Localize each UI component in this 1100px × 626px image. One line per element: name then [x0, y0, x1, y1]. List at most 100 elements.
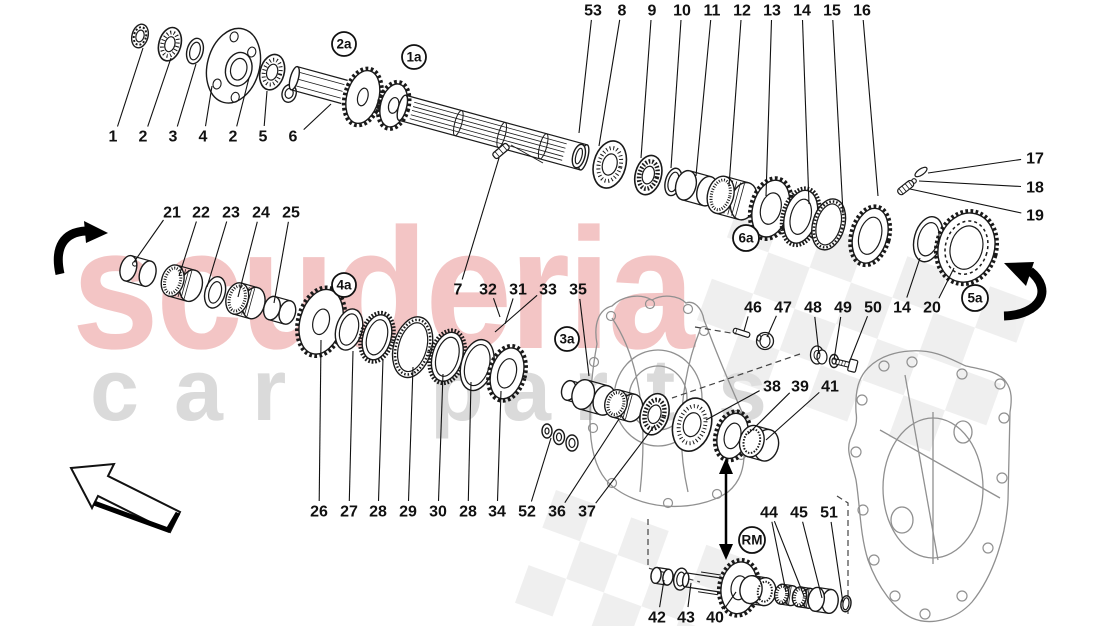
reverse-gear-double-arrow	[719, 458, 733, 560]
part-number-label: 22	[192, 205, 210, 222]
part-number-label: 2	[139, 129, 148, 146]
callout-RM: RM	[738, 526, 766, 554]
part-number-label: 27	[340, 504, 358, 521]
leader-line	[766, 315, 777, 338]
leader-line	[906, 257, 921, 298]
leader-line	[461, 157, 500, 280]
leader-line	[833, 316, 842, 361]
part-number-label: 21	[163, 205, 181, 222]
callout-3a: 3a	[554, 326, 580, 352]
leader-line	[705, 390, 760, 421]
watermark-checkered-flag	[514, 196, 1032, 626]
leader-line	[496, 390, 502, 502]
leader-line	[771, 521, 787, 593]
leader-line	[938, 267, 955, 299]
leader-line	[204, 85, 213, 127]
leader-line	[263, 90, 268, 127]
part-number-label: 50	[864, 300, 882, 317]
leader-line	[273, 221, 289, 304]
part-number-label: 45	[790, 505, 808, 522]
part-number-label: 25	[282, 205, 300, 222]
part-number-label: 46	[744, 300, 762, 317]
part-number-label: 20	[923, 300, 941, 317]
callout-4a: 4a	[331, 272, 357, 298]
part-number-label: 39	[791, 379, 809, 396]
part-number-label: 7	[454, 282, 463, 299]
leader-line	[814, 316, 820, 355]
leader-line	[598, 19, 621, 147]
part-number-label: 38	[763, 379, 781, 396]
part-number-label: 12	[733, 3, 751, 20]
part-number-label: 30	[429, 504, 447, 521]
leader-line	[147, 57, 172, 127]
leader-line	[530, 437, 552, 502]
leader-line	[862, 19, 879, 197]
part-number-label: 33	[539, 282, 557, 299]
part-number-label: 31	[509, 282, 527, 299]
part-number-label: 51	[820, 505, 838, 522]
part-number-label: 42	[648, 610, 666, 626]
part-number-label: 14	[893, 300, 911, 317]
leader-line	[492, 298, 501, 318]
leader-line	[116, 47, 144, 127]
svg-text:3a: 3a	[559, 332, 575, 347]
leader-line	[504, 298, 514, 325]
svg-text:2a: 2a	[336, 37, 352, 52]
part-number-label: 16	[853, 3, 871, 20]
svg-text:6a: 6a	[738, 231, 754, 246]
part-number-label: 24	[252, 205, 270, 222]
part-number-label: 28	[369, 504, 387, 521]
assembly-direction-arrow	[69, 462, 182, 534]
callout-2a: 2a	[331, 31, 357, 57]
leader-line	[377, 358, 384, 502]
part-number-label: 1	[109, 129, 118, 146]
svg-text:RM: RM	[742, 533, 763, 548]
rotation-arrow-left	[53, 221, 108, 275]
leader-line	[579, 298, 590, 377]
part-number-label: 5	[259, 129, 268, 146]
part-number-label: 19	[1026, 208, 1044, 225]
leader-line	[578, 19, 592, 134]
leader-line	[773, 520, 805, 597]
part-number-label: 9	[648, 3, 657, 20]
leader-line	[918, 180, 1022, 188]
part-number-label: 23	[222, 205, 240, 222]
leader-line	[348, 350, 354, 502]
part-number-label: 17	[1026, 151, 1044, 168]
part-number-label: 32	[479, 282, 497, 299]
callout-6a: 6a	[732, 224, 760, 252]
leader-line	[747, 392, 791, 435]
leader-line	[848, 315, 869, 364]
leader-line	[927, 158, 1022, 174]
leader-line	[318, 339, 322, 502]
exploded-parts-drawing	[119, 23, 1000, 618]
part-number-label: 11	[704, 3, 721, 20]
part-number-label: 13	[763, 3, 781, 20]
part-number-label: 4	[199, 129, 208, 146]
callout-5a: 5a	[961, 284, 989, 312]
part-number-label: 43	[677, 610, 695, 626]
part-number-label: 36	[548, 504, 566, 521]
leader-line	[765, 19, 773, 197]
leader-line	[802, 521, 823, 599]
leader-line	[467, 381, 472, 502]
leader-line	[640, 19, 652, 159]
leader-line	[832, 19, 844, 214]
leader-line	[728, 19, 742, 187]
callout-1a: 1a	[401, 44, 427, 70]
part-number-label: 53	[584, 3, 602, 20]
leader-line	[494, 294, 538, 333]
part-number-label: 34	[488, 504, 506, 521]
part-number-label: 41	[821, 379, 839, 396]
part-number-label: 3	[169, 129, 178, 146]
part-number-label: 47	[774, 300, 792, 317]
leader-line	[178, 221, 197, 277]
svg-text:4a: 4a	[336, 278, 352, 293]
part-number-label: 26	[310, 504, 328, 521]
part-number-label: 18	[1026, 180, 1044, 197]
leader-line	[407, 366, 414, 502]
part-number-label: 28	[459, 504, 477, 521]
part-number-label: 6	[289, 129, 298, 146]
